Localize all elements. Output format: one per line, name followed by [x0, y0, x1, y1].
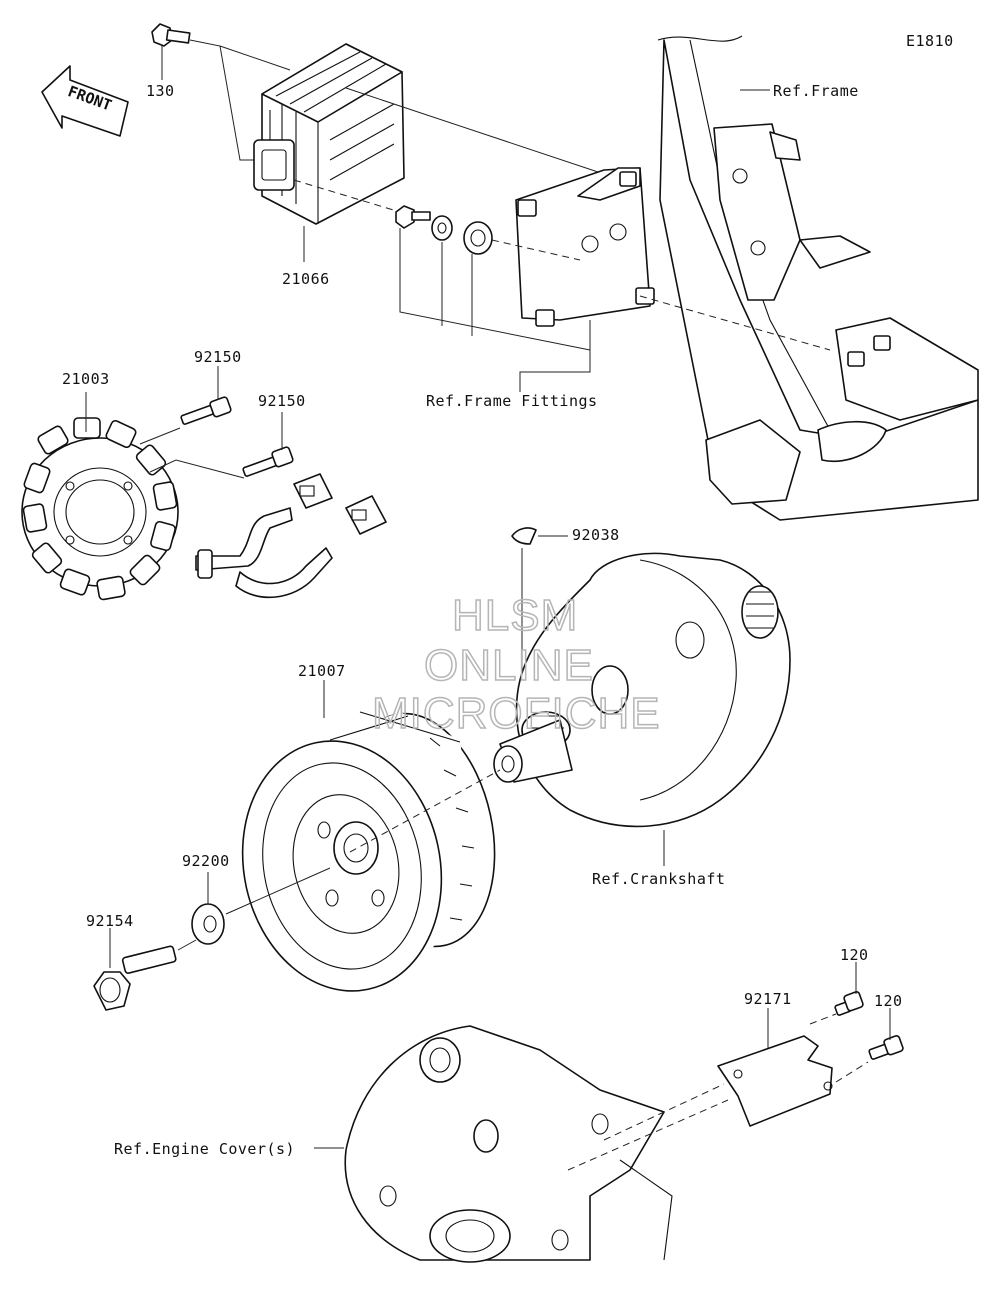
label-120-b: 120: [874, 992, 903, 1010]
watermark-line3: MICROFICHE: [372, 689, 661, 738]
crankshaft-reference: [493, 552, 791, 828]
label-92200: 92200: [182, 852, 230, 870]
woodruff-key-92038[interactable]: [511, 527, 537, 545]
label-92150-b: 92150: [258, 392, 306, 410]
regulator-rectifier-21066[interactable]: [253, 43, 405, 225]
bracket-washer[interactable]: [431, 215, 453, 241]
leader-screws-to-stator: [139, 427, 245, 479]
watermark-line2: ONLINE: [424, 641, 594, 690]
bolt-92154[interactable]: [93, 945, 177, 1011]
frame-reference: [657, 35, 979, 521]
label-92150-a: 92150: [194, 348, 242, 366]
diagram-code: E1810: [906, 32, 954, 50]
label-ref-engine-cover: Ref.Engine Cover(s): [114, 1140, 295, 1158]
bolt-130[interactable]: [151, 23, 191, 47]
leader-reg-bracket: [345, 87, 611, 177]
stator-wiring-harness[interactable]: [195, 473, 387, 599]
watermark-line1: HLSM: [452, 591, 578, 640]
label-ref-frame-fittings: Ref.Frame Fittings: [426, 392, 598, 410]
leader-frame-fittings: [399, 228, 591, 392]
leader-130-fan: [189, 39, 291, 161]
stator-21003[interactable]: [21, 417, 179, 601]
label-21066: 21066: [282, 270, 330, 288]
dash-fittings: [491, 239, 831, 351]
bracket-bolt[interactable]: [395, 205, 431, 229]
label-21007: 21007: [298, 662, 346, 680]
dash-plate: [567, 1083, 729, 1171]
flywheel-rotor-21007[interactable]: [220, 700, 515, 1010]
engine-cover-reference: [344, 1025, 673, 1263]
screw-92150-a[interactable]: [180, 396, 232, 425]
dash-rotor-shaft: [349, 769, 501, 853]
frame-fittings-bracket[interactable]: [515, 167, 655, 327]
screw-92150-b[interactable]: [242, 446, 294, 477]
screw-120-a[interactable]: [834, 991, 864, 1016]
label-ref-frame: Ref.Frame: [773, 82, 859, 100]
bracket-grommet[interactable]: [463, 221, 493, 255]
washer-92200[interactable]: [191, 903, 225, 945]
label-120-a: 120: [840, 946, 869, 964]
front-arrow-icon: FRONT: [41, 65, 129, 137]
label-92038: 92038: [572, 526, 620, 544]
label-92171: 92171: [744, 990, 792, 1008]
screw-120-b[interactable]: [868, 1035, 904, 1060]
label-ref-crankshaft: Ref.Crankshaft: [592, 870, 725, 888]
dash-screws-120: [809, 1013, 869, 1083]
leader-bolt-axis: [177, 867, 331, 951]
label-21003: 21003: [62, 370, 110, 388]
dash-regulator: [293, 179, 401, 213]
label-92154: 92154: [86, 912, 134, 930]
label-130: 130: [146, 82, 175, 100]
plate-92171[interactable]: [717, 1035, 833, 1127]
